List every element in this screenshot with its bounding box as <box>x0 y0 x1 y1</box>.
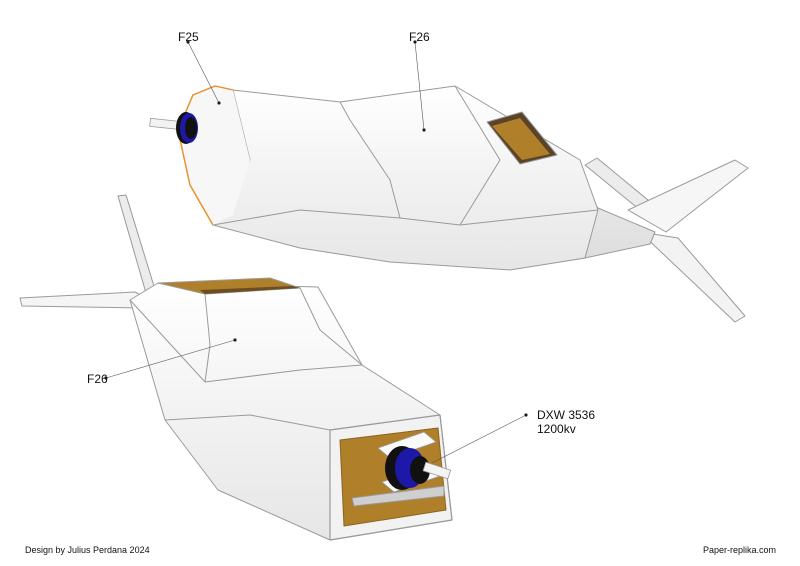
fuselage-body-top <box>189 85 599 271</box>
leader-lines-bottom <box>104 338 528 464</box>
motor-icon-bottom <box>377 431 452 493</box>
motor-name: DXW 3536 <box>537 408 596 422</box>
leader-lines-top <box>186 40 426 132</box>
label-f26-top: F26 <box>409 30 430 44</box>
credit-text: Design by Julius Perdana 2024 <box>25 545 150 555</box>
horizontal-stab-left <box>639 231 746 323</box>
vertical-fin-top <box>584 157 649 211</box>
label-f25: F25 <box>178 30 199 44</box>
motor-kv: 1200kv <box>537 422 576 436</box>
label-f26-bottom: F26 <box>87 372 108 386</box>
fuselage-top-view <box>177 85 749 323</box>
vertical-fin-bottom <box>117 194 158 301</box>
horizontal-stab-right <box>627 159 749 233</box>
motor-icon <box>149 112 198 144</box>
motor-label: DXW 3536 1200kv <box>537 408 595 436</box>
website-text: Paper-replika.com <box>702 545 776 555</box>
